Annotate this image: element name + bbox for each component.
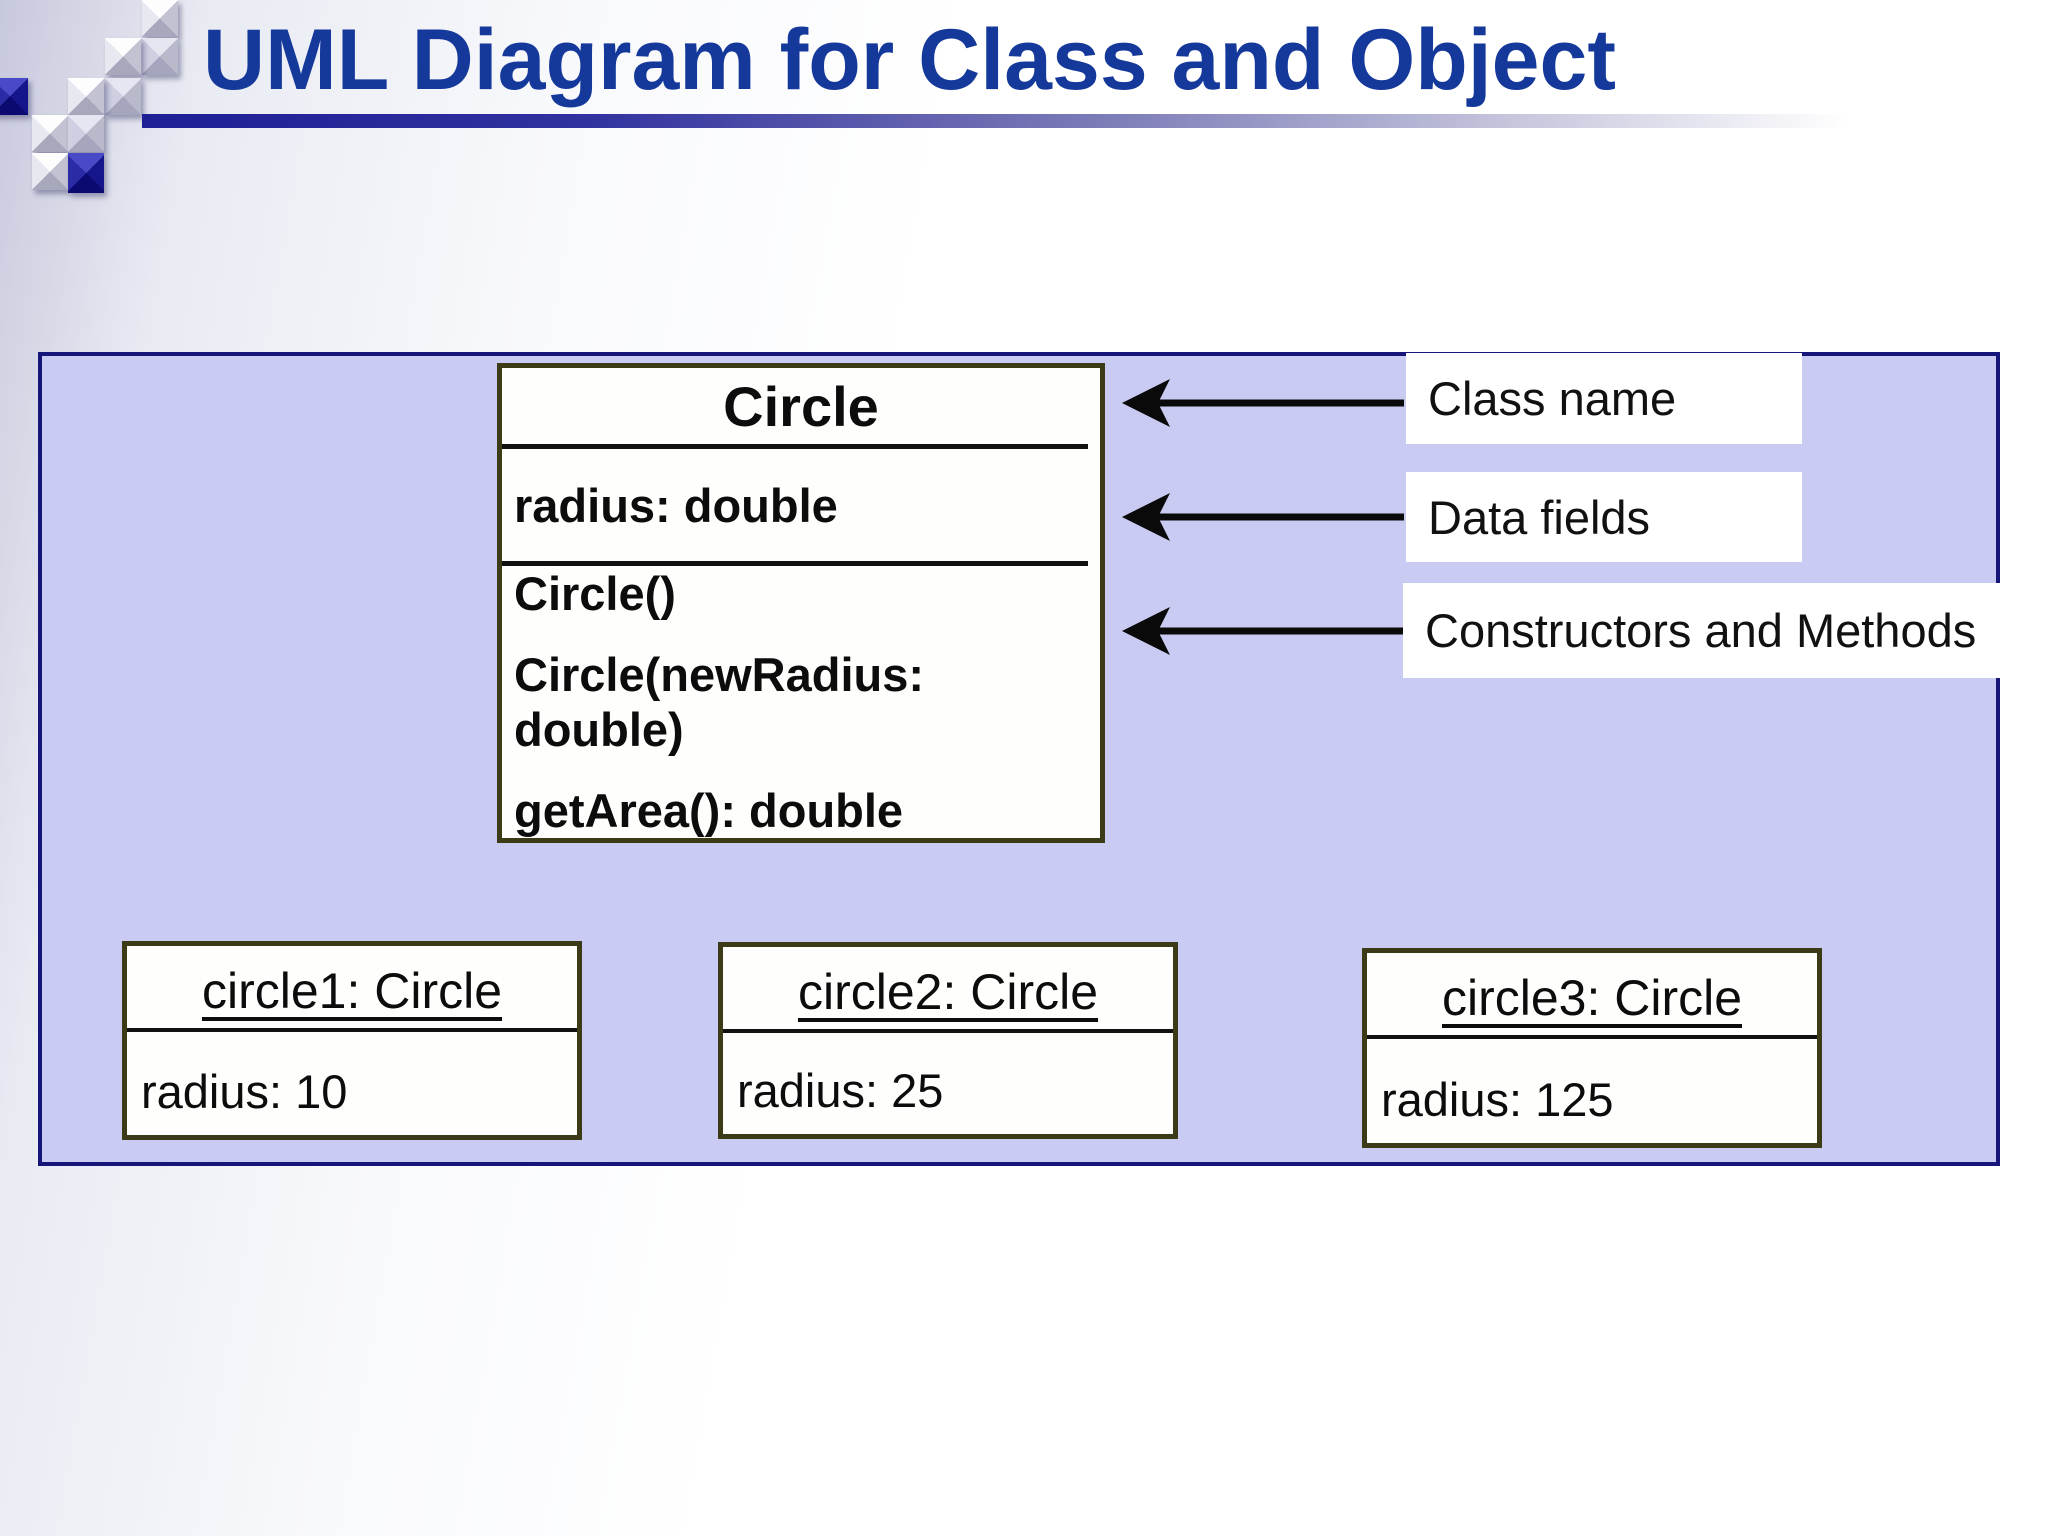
title-underline-bar <box>142 114 1902 128</box>
decor-square <box>105 78 141 115</box>
decor-square <box>0 78 28 115</box>
object-box-circle1: circle1: Circle radius: 10 <box>122 941 582 1140</box>
class-field: radius: double <box>514 478 838 532</box>
class-name: Circle <box>723 374 879 438</box>
decor-square <box>105 38 141 75</box>
object-box-circle2: circle2: Circle radius: 25 <box>718 942 1178 1139</box>
label-data-fields: Data fields <box>1406 472 1802 562</box>
object-field: radius: 25 <box>737 1064 944 1117</box>
uml-class-box: Circle radius: double Circle() Circle(ne… <box>497 363 1105 843</box>
class-method: Circle(newRadius: double) <box>514 648 925 757</box>
object-name: circle3: Circle <box>1441 970 1743 1026</box>
class-methods: Circle() Circle(newRadius: double) getAr… <box>502 566 1100 838</box>
decor-square <box>68 78 104 115</box>
decor-square <box>142 0 178 37</box>
object-separator <box>127 1028 577 1032</box>
slide-title: UML Diagram for Class and Object <box>203 12 1616 108</box>
object-field: radius: 125 <box>1381 1073 1614 1126</box>
object-name: circle1: Circle <box>201 963 503 1019</box>
label-class-name: Class name <box>1406 353 1802 444</box>
decor-square <box>68 115 104 152</box>
class-method: getArea(): double <box>514 784 904 838</box>
arrow-to-data-fields <box>1118 487 1406 547</box>
label-constructors-methods: Constructors and Methods <box>1403 583 2010 678</box>
object-name: circle2: Circle <box>797 964 1099 1020</box>
class-separator <box>502 444 1088 449</box>
decor-square <box>32 115 68 152</box>
class-method: Circle() <box>514 567 676 621</box>
object-box-circle3: circle3: Circle radius: 125 <box>1362 948 1822 1148</box>
arrow-to-class-name <box>1118 373 1406 433</box>
class-separator <box>502 561 1088 567</box>
decor-square <box>32 153 68 190</box>
object-separator <box>723 1029 1173 1033</box>
decor-square <box>142 38 178 75</box>
arrow-to-methods <box>1118 601 1406 661</box>
decor-square <box>68 153 104 193</box>
object-separator <box>1367 1035 1817 1039</box>
object-field: radius: 10 <box>141 1065 348 1118</box>
